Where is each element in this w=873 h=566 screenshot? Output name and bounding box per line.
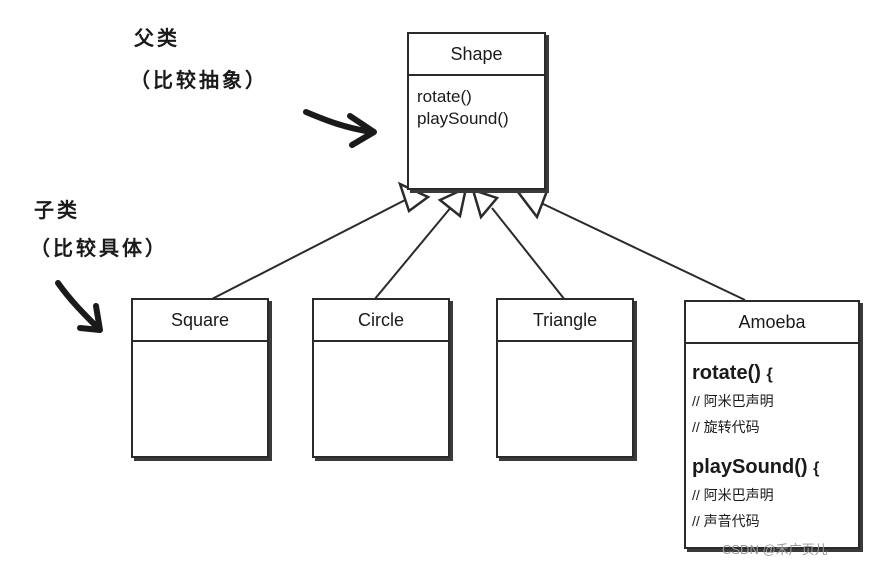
amoeba-playsound-open-brace: { [813, 460, 820, 477]
arrowhead-triangle [471, 188, 500, 220]
triangle-class-box: Triangle [496, 298, 634, 458]
arrowhead-square [397, 181, 431, 214]
amoeba-playsound-comment-code: // 声音代码 [692, 513, 760, 529]
shape-class-box: Shape rotate() playSound() [407, 32, 546, 190]
amoeba-playsound-name: playSound() [692, 456, 808, 478]
amoeba-method-list: rotate() { // 阿米巴声明 // 旋转代码 playSound() … [686, 344, 858, 534]
triangle-class-name: Triangle [498, 300, 632, 342]
parent-pointer-arrow-icon [303, 109, 377, 148]
amoeba-rotate-name: rotate() [692, 362, 761, 384]
inheritance-line-square [209, 197, 410, 301]
child-class-label: 子类 [34, 198, 80, 222]
inheritance-line-circle [373, 205, 453, 301]
shape-method-playsound: playSound() [417, 109, 509, 128]
arrowhead-circle [437, 185, 468, 219]
shape-method-rotate: rotate() [417, 87, 472, 106]
child-class-note: （比较具体） [30, 236, 168, 260]
amoeba-playsound-comment-declaration: // 阿米巴声明 [692, 487, 774, 503]
parent-class-note: （比较抽象） [130, 68, 268, 92]
amoeba-playsound-signature: playSound() { [692, 454, 852, 482]
amoeba-class-name: Amoeba [686, 302, 858, 344]
child-pointer-arrow-icon [55, 280, 103, 333]
amoeba-rotate-comment-code: // 旋转代码 [692, 419, 760, 435]
square-class-name: Square [133, 300, 267, 342]
amoeba-class-box: Amoeba rotate() { // 阿米巴声明 // 旋转代码 playS… [684, 300, 860, 549]
amoeba-rotate-open-brace: { [766, 366, 773, 383]
circle-class-box: Circle [312, 298, 450, 458]
amoeba-rotate-signature: rotate() { [692, 360, 852, 388]
parent-class-label: 父类 [134, 26, 180, 50]
csdn-watermark: CSDN @禾广页儿 [722, 542, 828, 557]
inheritance-line-amoeba [538, 201, 746, 301]
inheritance-line-triangle [491, 207, 566, 301]
square-class-box: Square [131, 298, 269, 458]
shape-method-list: rotate() playSound() [409, 76, 544, 140]
amoeba-rotate-comment-declaration: // 阿米巴声明 [692, 393, 774, 409]
circle-class-name: Circle [314, 300, 448, 342]
shape-class-name: Shape [409, 34, 544, 76]
arrowhead-amoeba [515, 189, 549, 220]
